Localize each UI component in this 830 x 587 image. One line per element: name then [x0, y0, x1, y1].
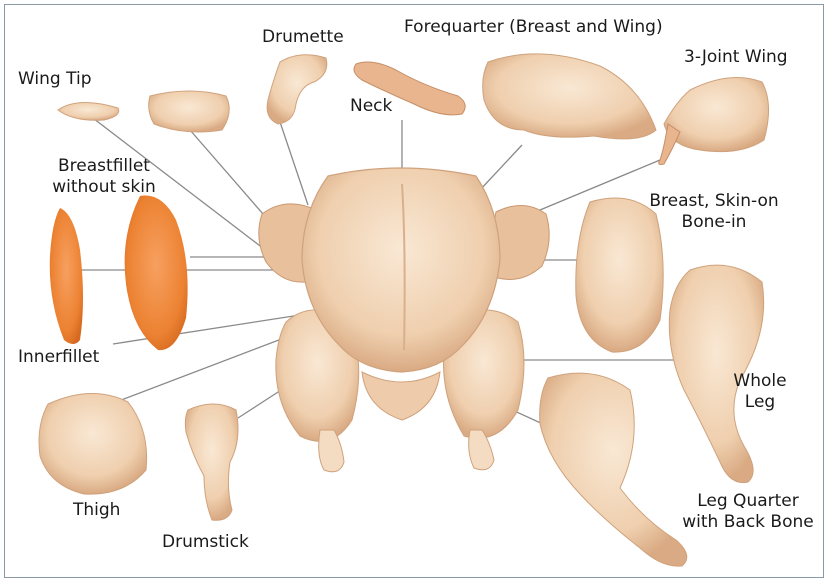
label-leg-quarter-line2: with Back Bone: [676, 512, 820, 533]
leader-line-drumette: [280, 122, 308, 205]
label-thigh: Thigh: [73, 500, 120, 521]
label-breast-skin-on-line1: Breast, Skin-on: [640, 191, 788, 212]
label-breast-skin-on-line2: Bone-in: [640, 212, 788, 233]
label-whole-leg-line1: Whole: [724, 371, 796, 392]
drumstick-piece: [185, 404, 238, 520]
label-breastfillet-line2: without skin: [30, 177, 178, 198]
breastfillet-pieces: [50, 196, 188, 351]
label-whole-leg-line2: Leg: [724, 392, 796, 413]
label-leg-quarter-line1: Leg Quarter: [676, 491, 820, 512]
label-drumette: Drumette: [262, 27, 344, 48]
forequarter-piece: [483, 54, 656, 139]
label-breastfillet: Breastfillet without skin: [30, 156, 178, 198]
leader-line-forequarter: [480, 145, 522, 190]
label-whole-leg: Whole Leg: [724, 371, 796, 413]
label-drumstick: Drumstick: [162, 532, 249, 553]
label-3-joint-wing: 3-Joint Wing: [684, 47, 788, 68]
whole-chicken: [259, 168, 549, 472]
thigh-piece: [39, 393, 147, 494]
label-wing-tip: Wing Tip: [18, 69, 92, 90]
wing-tip-piece: [58, 102, 119, 120]
drumette-piece: [267, 55, 327, 124]
label-leg-quarter: Leg Quarter with Back Bone: [676, 491, 820, 533]
label-innerfillet: Innerfillet: [18, 347, 99, 368]
three-joint-wing-piece: [659, 78, 769, 165]
label-forequarter: Forequarter (Breast and Wing): [404, 17, 663, 38]
label-neck: Neck: [350, 96, 392, 117]
label-breastfillet-line1: Breastfillet: [30, 156, 178, 177]
wing-flat-piece: [149, 91, 230, 132]
leg-quarter-piece: [540, 373, 687, 566]
label-breast-skin-on: Breast, Skin-on Bone-in: [640, 191, 788, 233]
leader-line-thigh: [95, 335, 292, 410]
